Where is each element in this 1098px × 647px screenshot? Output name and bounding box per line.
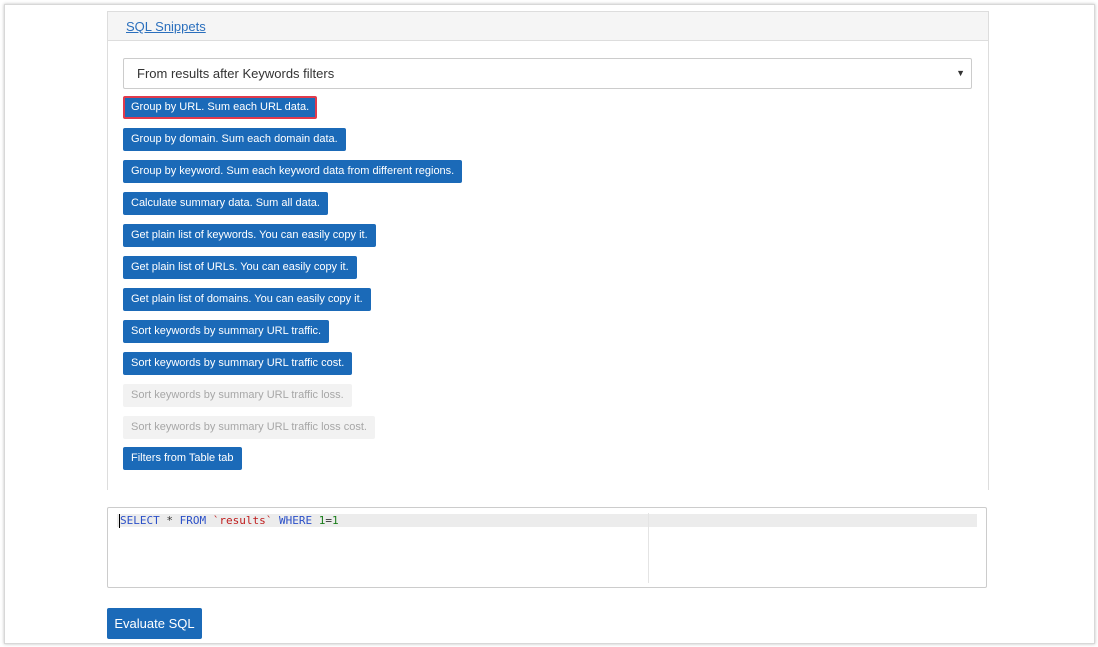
sql-code-line: SELECT * FROM `results` WHERE 1=1 — [120, 513, 339, 528]
token-space — [272, 514, 279, 527]
editor-ruler — [648, 513, 649, 583]
snippet-button-list-urls[interactable]: Get plain list of URLs. You can easily c… — [123, 256, 357, 279]
snippet-button-filters-from-table[interactable]: Filters from Table tab — [123, 447, 242, 470]
snippet-button-sort-traffic-loss-cost: Sort keywords by summary URL traffic los… — [123, 416, 375, 439]
snippet-button-sort-traffic[interactable]: Sort keywords by summary URL traffic. — [123, 320, 330, 343]
token-star: * — [159, 514, 180, 527]
text-cursor — [119, 514, 120, 528]
evaluate-sql-button[interactable]: Evaluate SQL — [107, 608, 202, 639]
sql-snippets-link[interactable]: SQL Snippets — [126, 19, 206, 34]
snippet-button-group-by-domain[interactable]: Group by domain. Sum each domain data. — [123, 128, 346, 151]
snippet-button-group-by-url[interactable]: Group by URL. Sum each URL data. — [123, 96, 318, 119]
keyword-from: FROM — [179, 514, 207, 527]
sql-editor[interactable]: SELECT * FROM `results` WHERE 1=1 — [107, 507, 987, 588]
keyword-where: WHERE — [278, 514, 313, 527]
snippet-button-summary-data[interactable]: Calculate summary data. Sum all data. — [123, 192, 328, 215]
active-line-highlight — [117, 514, 977, 527]
snippet-button-sort-traffic-loss: Sort keywords by summary URL traffic los… — [123, 384, 352, 407]
snippet-button-sort-traffic-cost[interactable]: Sort keywords by summary URL traffic cos… — [123, 352, 353, 375]
source-select[interactable]: From results after Keywords filters ▼ — [123, 58, 972, 89]
snippet-button-group-by-keyword[interactable]: Group by keyword. Sum each keyword data … — [123, 160, 463, 183]
token-space — [312, 514, 319, 527]
table-name: `results` — [212, 514, 273, 527]
operator-equals: = — [325, 514, 332, 527]
keyword-select: SELECT — [120, 514, 160, 527]
chevron-down-icon: ▼ — [956, 68, 965, 78]
number-literal: 1 — [318, 514, 326, 527]
number-literal: 1 — [331, 514, 339, 527]
snippet-button-list-keywords[interactable]: Get plain list of keywords. You can easi… — [123, 224, 376, 247]
sql-snippets-panel: SQL Snippets From results after Keywords… — [107, 11, 989, 490]
window-frame: SQL Snippets From results after Keywords… — [4, 4, 1095, 644]
source-select-value: From results after Keywords filters — [137, 66, 335, 81]
token-space — [206, 514, 213, 527]
snippet-button-list-domains[interactable]: Get plain list of domains. You can easil… — [123, 288, 371, 311]
panel-heading: SQL Snippets — [108, 12, 988, 41]
